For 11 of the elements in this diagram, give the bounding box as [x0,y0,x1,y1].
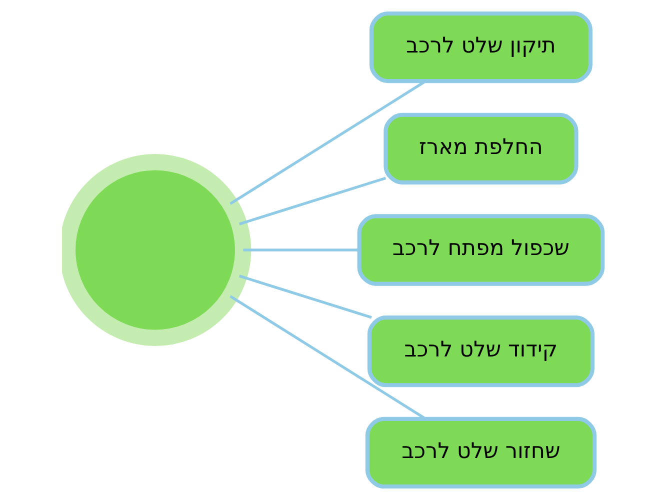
connector [238,176,386,226]
connector [230,295,426,420]
node-box: תיקון שלט לרכב [369,11,592,84]
connector [243,248,359,252]
node-circle [62,154,252,346]
node-box: שחזור שלט לרכב [365,416,597,489]
node-box: קידוד שלט לרכב [367,316,594,388]
node-box: החלפת מארז [384,112,578,184]
node-box: שכפול מפתח לרכב [357,214,605,286]
connector [238,274,372,319]
connector [230,80,426,205]
